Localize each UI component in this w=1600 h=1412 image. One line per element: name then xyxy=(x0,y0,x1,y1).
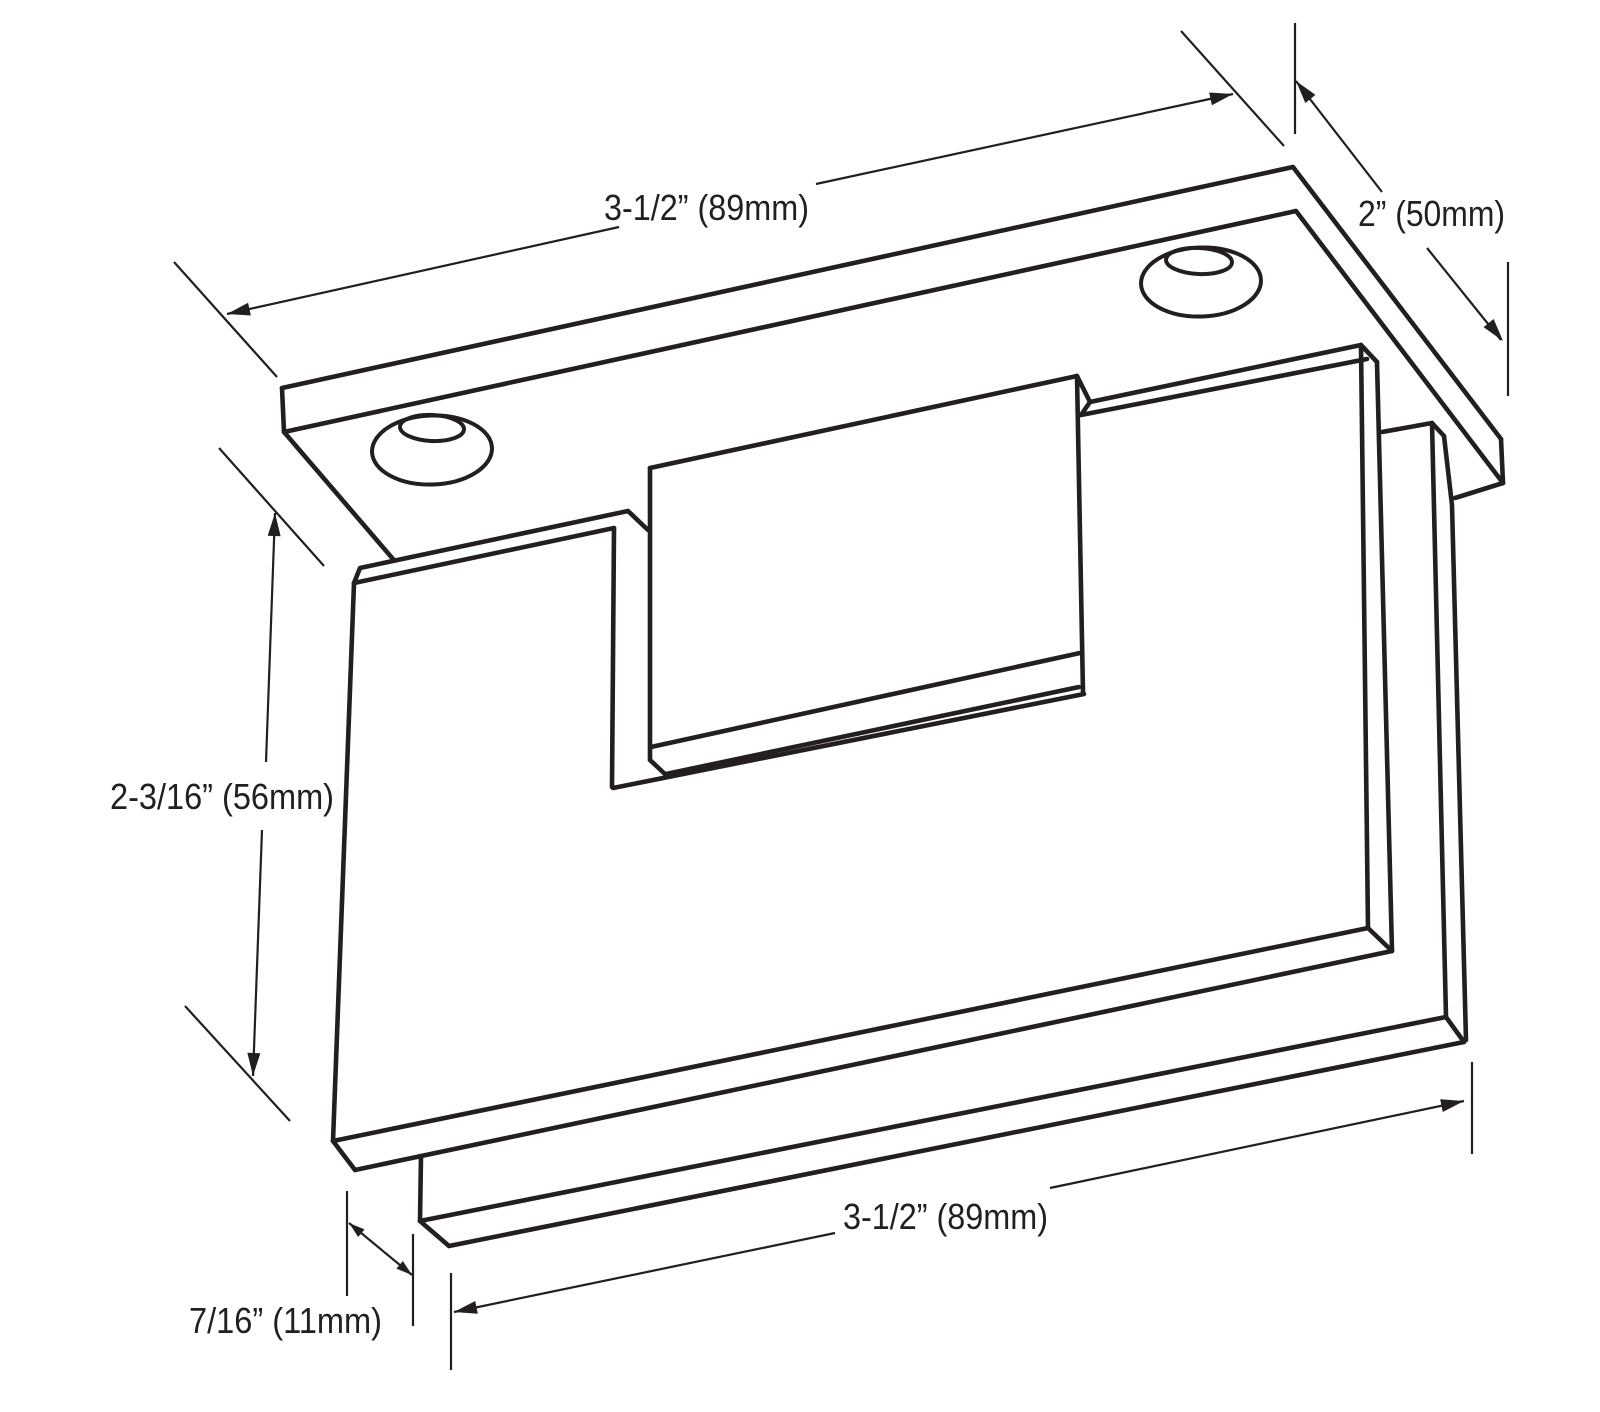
svg-text:7/16” (11mm): 7/16” (11mm) xyxy=(189,1300,382,1341)
svg-text:2-3/16” (56mm): 2-3/16” (56mm) xyxy=(110,776,334,817)
svg-text:3-1/2” (89mm): 3-1/2” (89mm) xyxy=(604,187,809,228)
svg-text:2” (50mm): 2” (50mm) xyxy=(1358,193,1505,234)
svg-text:3-1/2” (89mm): 3-1/2” (89mm) xyxy=(843,1196,1048,1237)
